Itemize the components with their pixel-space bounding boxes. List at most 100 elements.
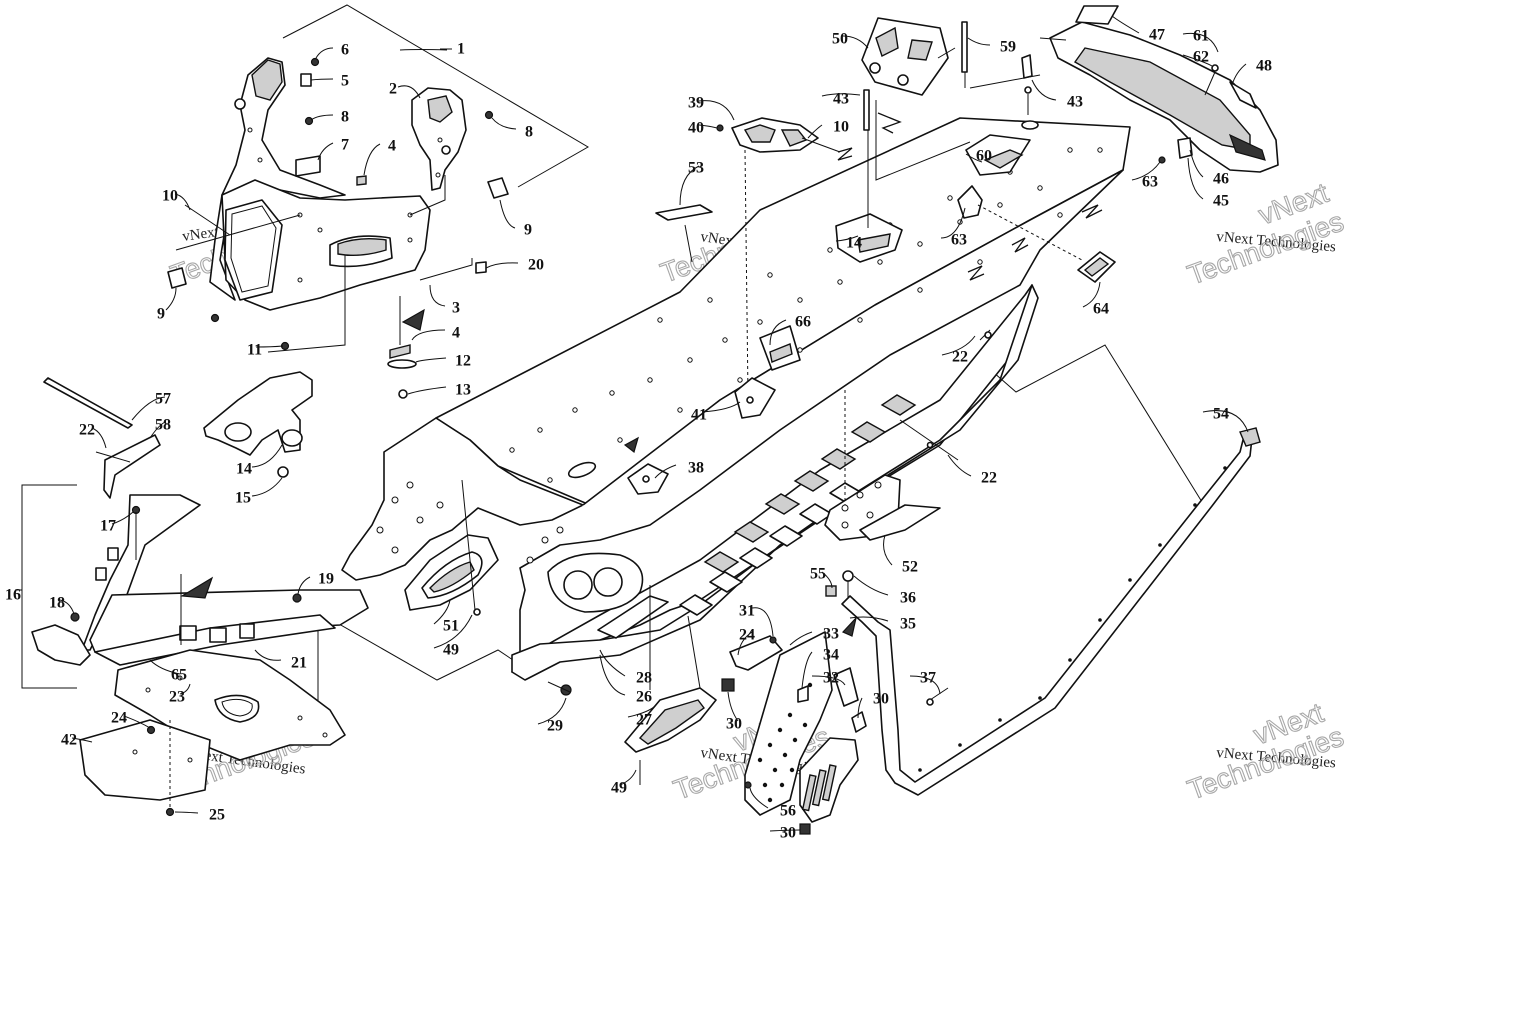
callout-c52: 52 bbox=[902, 559, 918, 576]
callout-c9a: 9 bbox=[524, 222, 532, 239]
bracket-58 bbox=[103, 434, 161, 499]
callout-c2: 2 bbox=[389, 81, 397, 98]
callout-c38: 38 bbox=[688, 460, 704, 477]
column-fasteners bbox=[387, 296, 425, 399]
callout-c8a: 8 bbox=[341, 109, 349, 126]
casting-hole bbox=[441, 145, 451, 155]
callout-c47: 47 bbox=[1149, 27, 1165, 44]
break-mark bbox=[967, 265, 985, 281]
bolt bbox=[304, 116, 314, 126]
callout-c43a: 43 bbox=[833, 91, 849, 108]
washer-12 bbox=[387, 359, 417, 369]
decal-48 bbox=[1229, 81, 1257, 109]
bulkhead-opening bbox=[224, 199, 283, 301]
callout-c40: 40 bbox=[688, 120, 704, 137]
bracket-39 bbox=[731, 117, 819, 153]
callout-c31: 31 bbox=[739, 603, 755, 620]
callout-c58: 58 bbox=[155, 417, 171, 434]
callout-c27: 27 bbox=[636, 712, 652, 729]
step-plate bbox=[744, 631, 833, 816]
bolt-19 bbox=[292, 593, 302, 603]
clip-30 bbox=[799, 823, 811, 835]
clip bbox=[356, 175, 367, 186]
callout-c25: 25 bbox=[209, 807, 225, 824]
decal-47 bbox=[1075, 5, 1119, 25]
callout-c3: 3 bbox=[452, 300, 460, 317]
callout-c33: 33 bbox=[823, 626, 839, 643]
callout-c12: 12 bbox=[455, 353, 471, 370]
step-bracket bbox=[729, 635, 783, 671]
running-board-rail bbox=[825, 427, 1261, 796]
nut-40 bbox=[716, 124, 724, 132]
spindle-bracket-51 bbox=[404, 479, 499, 616]
tunnel-bottom-flange bbox=[511, 284, 1039, 681]
callout-c63a: 63 bbox=[1142, 174, 1158, 191]
footrest-27 bbox=[547, 585, 735, 785]
callout-c28: 28 bbox=[636, 670, 652, 687]
callout-c8b: 8 bbox=[525, 124, 533, 141]
callout-c65: 65 bbox=[171, 667, 187, 684]
callout-c34: 34 bbox=[823, 647, 839, 664]
bolt bbox=[484, 110, 494, 120]
bracket-running-board bbox=[984, 344, 1203, 503]
callout-c20: 20 bbox=[528, 257, 544, 274]
arrow-marker bbox=[841, 615, 858, 637]
nut bbox=[310, 57, 320, 67]
callout-c37: 37 bbox=[920, 670, 936, 687]
callout-labels: 1234456788991010111213141415161718192021… bbox=[5, 27, 1272, 842]
callout-c53: 53 bbox=[688, 160, 704, 177]
callout-c9b: 9 bbox=[157, 306, 165, 323]
callout-c22c: 22 bbox=[981, 470, 997, 487]
callout-c59: 59 bbox=[1000, 39, 1016, 56]
callout-c39: 39 bbox=[688, 95, 704, 112]
leader-lines bbox=[59, 15, 1249, 832]
callout-c19: 19 bbox=[318, 571, 334, 588]
clip-24 bbox=[146, 725, 156, 735]
callout-c43b: 43 bbox=[1067, 94, 1083, 111]
tunnel-left-side bbox=[341, 417, 584, 581]
callout-c49b: 49 bbox=[611, 780, 627, 797]
callout-c1: 1 bbox=[457, 41, 465, 58]
arrow-marker bbox=[401, 308, 425, 331]
rear-assembly bbox=[861, 5, 1279, 283]
clip bbox=[475, 261, 487, 274]
callout-c7: 7 bbox=[341, 137, 349, 154]
rivet-37 bbox=[926, 698, 934, 706]
side-shields bbox=[824, 329, 992, 541]
callout-c66: 66 bbox=[795, 314, 811, 331]
clip-30 bbox=[721, 678, 735, 692]
callout-c32: 32 bbox=[823, 670, 839, 687]
break-mark bbox=[1081, 204, 1103, 219]
callout-c4a: 4 bbox=[388, 138, 396, 155]
bolt-13 bbox=[398, 389, 408, 399]
fastener-62 bbox=[1211, 64, 1219, 72]
bolt-18 bbox=[70, 612, 80, 622]
bracket-assembly-16 bbox=[21, 484, 77, 689]
callout-c45: 45 bbox=[1213, 193, 1229, 210]
arrow-marker bbox=[623, 436, 639, 454]
callout-c14a: 14 bbox=[236, 461, 252, 478]
callout-c54: 54 bbox=[1213, 406, 1229, 423]
callout-c41: 41 bbox=[691, 407, 707, 424]
fastener-15 bbox=[277, 466, 289, 478]
break-mark bbox=[1011, 237, 1029, 253]
tunnel-cutouts bbox=[679, 394, 917, 616]
callout-c5: 5 bbox=[341, 73, 349, 90]
callout-c30b: 30 bbox=[873, 691, 889, 708]
exhaust-ports bbox=[547, 552, 644, 613]
callout-c10a: 10 bbox=[162, 188, 178, 205]
callout-c16: 16 bbox=[5, 587, 21, 604]
bracket-lower-link bbox=[317, 611, 514, 681]
callout-c62: 62 bbox=[1193, 49, 1209, 66]
skid-plate-42 bbox=[79, 719, 211, 801]
tunnel-oval-slot bbox=[567, 461, 597, 479]
callout-c17: 17 bbox=[100, 518, 116, 535]
callout-c30a: 30 bbox=[726, 716, 742, 733]
bolt-59 bbox=[961, 21, 968, 73]
callout-c60: 60 bbox=[976, 148, 992, 165]
nut-63 bbox=[1158, 156, 1166, 164]
frame-nose bbox=[31, 624, 91, 666]
bolt bbox=[210, 313, 220, 323]
frame-tab bbox=[179, 625, 197, 641]
